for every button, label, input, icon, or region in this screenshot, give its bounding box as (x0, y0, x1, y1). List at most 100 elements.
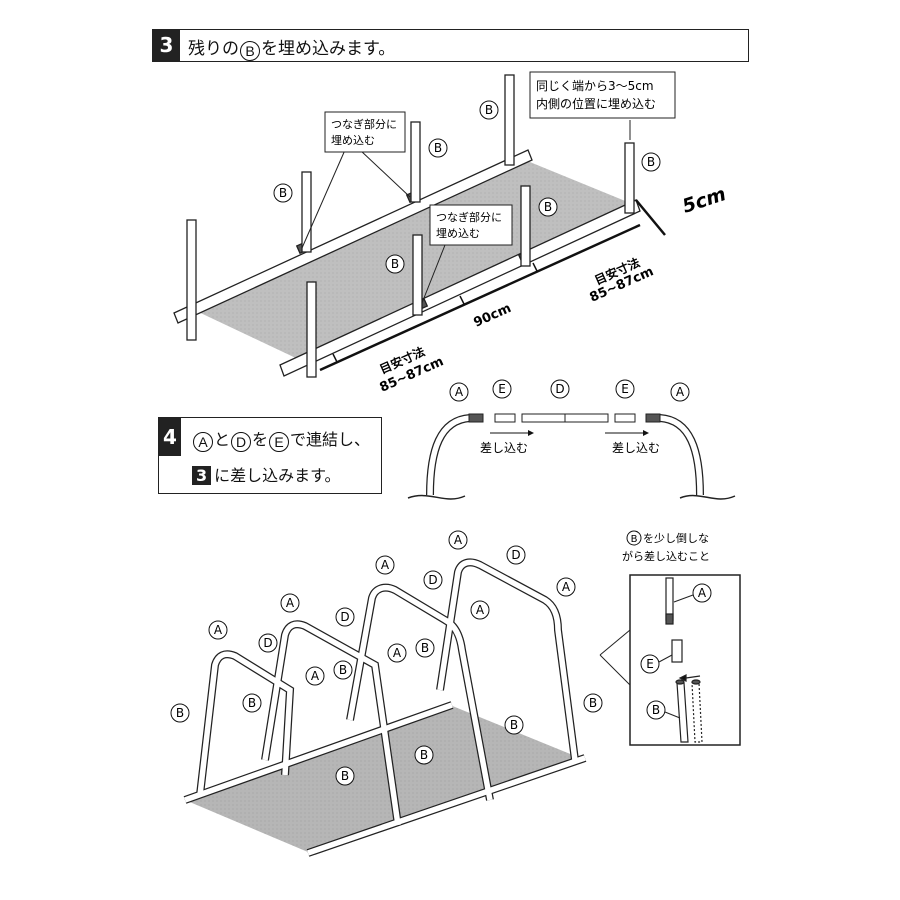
svg-text:A: A (381, 558, 390, 572)
svg-text:B: B (652, 703, 660, 717)
svg-text:B: B (176, 706, 184, 720)
callout-box-right (529, 71, 676, 119)
inset-label-b: B (646, 700, 666, 720)
svg-text:A: A (393, 646, 402, 660)
asm-label-e-right: E (615, 379, 635, 399)
step3-posts (186, 74, 635, 378)
svg-text:B: B (589, 696, 597, 710)
frame-a8: A (305, 666, 325, 686)
step4-number: 4 (159, 418, 181, 456)
svg-text:A: A (311, 669, 320, 683)
b-label-4: B (641, 152, 661, 172)
svg-text:E: E (498, 382, 506, 396)
svg-text:D: D (263, 636, 272, 650)
svg-text:B: B (544, 200, 552, 214)
svg-text:A: A (454, 533, 463, 547)
callout-left-line2: 埋め込む (331, 134, 375, 147)
dim-90cm: 90cm (472, 301, 514, 331)
svg-text:D: D (555, 382, 564, 396)
svg-text:B: B (420, 748, 428, 762)
insert-left-label: 差し込む (480, 441, 528, 455)
frame-a1: A (208, 620, 228, 640)
frame-a4: A (448, 530, 468, 550)
svg-text:B: B (391, 257, 399, 271)
svg-text:A: A (286, 596, 295, 610)
b-label-1: B (273, 183, 293, 203)
insert-right-label: 差し込む (612, 441, 660, 455)
frame-d3: D (423, 570, 443, 590)
step3-text-a: 残りの (188, 39, 239, 59)
step4-mark-e: E (269, 432, 290, 452)
frame-b1: B (170, 703, 190, 723)
svg-text:E: E (621, 382, 629, 396)
b-label-6: B (385, 254, 405, 274)
step4-exploded-assembly (407, 413, 736, 500)
svg-text:B: B (421, 641, 429, 655)
step4-mark-a: A (193, 432, 213, 452)
inset-note-mark: B (631, 534, 638, 545)
frame-d2: D (335, 607, 355, 627)
frame-a7: A (387, 643, 407, 663)
step3-dimension-lines (319, 199, 666, 372)
svg-text:A: A (214, 623, 223, 637)
step4-assembly-labels: A E D E A (449, 379, 690, 402)
svg-text:A: A (562, 580, 571, 594)
frame-b3: B (333, 660, 353, 680)
frame-ground (185, 705, 585, 855)
inset-label-a: A (692, 583, 712, 603)
svg-text:B: B (647, 155, 655, 169)
step3-b-labels: B B B B B B (273, 100, 661, 274)
callout-right-line1: 同じく端から3～5cm (536, 79, 654, 93)
frame-b5: B (583, 693, 603, 713)
callout-right-line2: 内側の位置に埋め込む (536, 96, 656, 111)
callout-mid-line2: 埋め込む (436, 227, 480, 240)
svg-text:B: B (279, 186, 287, 200)
frame-b6: B (504, 715, 524, 735)
b-label-5: B (538, 197, 558, 217)
inset-labels: A E B (640, 583, 712, 720)
svg-text:B: B (434, 141, 442, 155)
svg-text:B: B (510, 718, 518, 732)
svg-text:A: A (698, 586, 707, 600)
svg-text:B: B (339, 663, 347, 677)
frame-b8: B (335, 766, 355, 786)
callout-left-line1: つなぎ部分に (331, 117, 397, 131)
callout-box-left (324, 111, 406, 153)
frame-arches (183, 558, 587, 857)
callout-mid-line1: つなぎ部分に (436, 210, 502, 224)
step3-callout-lines (301, 120, 631, 304)
step3-text-b: を埋め込みます。 (261, 39, 396, 59)
svg-text:A: A (476, 603, 485, 617)
asm-label-a-right: A (670, 382, 690, 402)
callout-box-mid (429, 204, 513, 246)
frame-d4: D (506, 545, 526, 565)
frame-b4: B (415, 638, 435, 658)
svg-text:D: D (340, 610, 349, 624)
frame-b2: B (242, 693, 262, 713)
frame-a6: A (470, 600, 490, 620)
dim-5cm: 5cm (680, 183, 729, 218)
asm-label-d: D (550, 379, 570, 399)
inset-note: B を少し倒しな がら差し込むこと (622, 530, 710, 563)
inset-parts (665, 577, 703, 743)
svg-text:B: B (341, 769, 349, 783)
svg-text:D: D (428, 573, 437, 587)
b-label-3: B (479, 100, 499, 120)
inset-note-line1: を少し倒しな (643, 532, 709, 545)
frame-labels: A D A D A D A D A A A A B B B B B B B B (170, 530, 603, 786)
b-label-2: B (428, 138, 448, 158)
inset-note-line2: がら差し込むこと (622, 549, 710, 563)
svg-text:A: A (455, 385, 464, 399)
frame-a3: A (375, 555, 395, 575)
inset-pointer-2 (599, 629, 631, 656)
frame-a5: A (556, 577, 576, 597)
svg-text:A: A (676, 385, 685, 399)
step4-wo: を (252, 430, 269, 449)
frame-a2: A (280, 593, 300, 613)
svg-text:B: B (248, 696, 256, 710)
svg-text:B: B (485, 103, 493, 117)
asm-label-a-left: A (449, 382, 469, 402)
step3-mark-b: B (240, 41, 260, 61)
step4-line1-rest: で連結し、 (290, 430, 371, 449)
